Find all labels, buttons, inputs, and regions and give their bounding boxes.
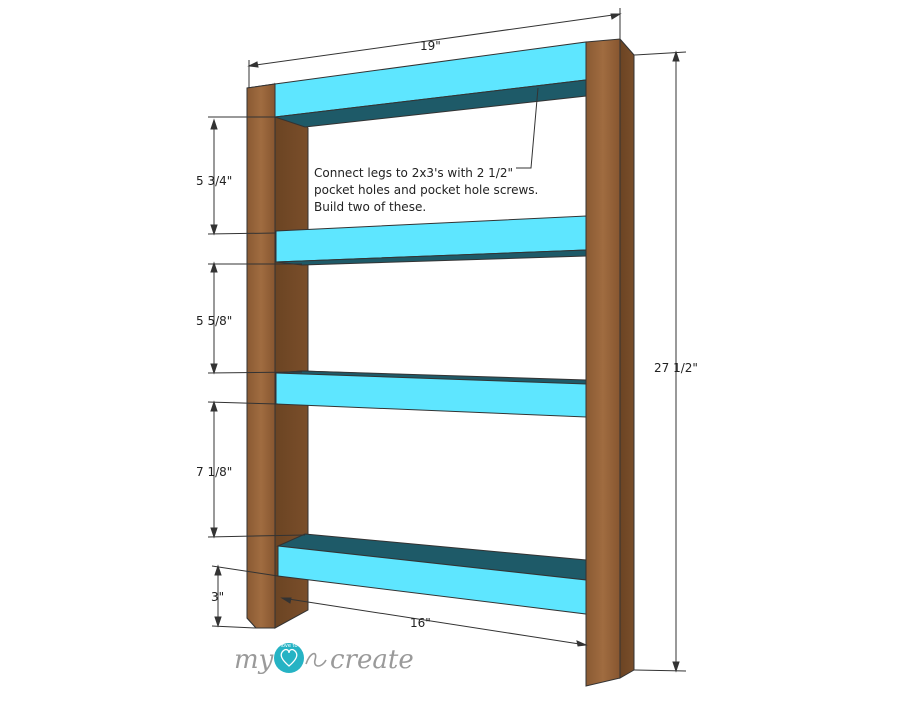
note-line-3: Build two of these. xyxy=(314,200,426,214)
top-rail xyxy=(274,41,587,128)
note-leader-line xyxy=(516,87,539,169)
dim-label-bottom-offset: 3" xyxy=(211,590,224,604)
dimension-shelf-length xyxy=(280,597,588,650)
note-line-2: pocket holes and pocket hole screws. xyxy=(314,183,538,197)
dim-label-gap-top: 5 3/4" xyxy=(196,174,232,188)
dimension-gap-top xyxy=(207,116,277,236)
dimension-gap-lower xyxy=(207,400,306,539)
dim-label-height-total: 27 1/2" xyxy=(654,361,698,375)
logo-badge-circle xyxy=(274,643,304,673)
shelf-3 xyxy=(275,370,587,418)
dimension-height-total xyxy=(633,50,687,673)
logo-text-my: my xyxy=(234,645,274,675)
logo-badge-text: love to xyxy=(280,643,297,649)
left-leg-front-face xyxy=(246,83,276,629)
heart-icon xyxy=(280,648,298,667)
dimension-width-top xyxy=(247,8,622,88)
note-line-1: Connect legs to 2x3's with 2 1/2" xyxy=(314,166,513,180)
dim-label-gap-middle: 5 5/8" xyxy=(196,314,232,328)
dim-label-gap-lower: 7 1/8" xyxy=(196,465,232,479)
right-leg xyxy=(585,37,635,687)
shelf-2 xyxy=(275,215,587,266)
brand-logo: my love to create xyxy=(234,643,414,675)
dim-label-width-top: 19" xyxy=(420,39,441,53)
logo-text-create: create xyxy=(330,645,414,675)
dim-label-shelf-length: 16" xyxy=(410,616,431,630)
dimension-bottom-offset xyxy=(211,564,279,629)
shelf-bottom xyxy=(276,533,587,615)
dimension-gap-middle xyxy=(207,261,303,375)
logo-swirl xyxy=(305,652,327,667)
